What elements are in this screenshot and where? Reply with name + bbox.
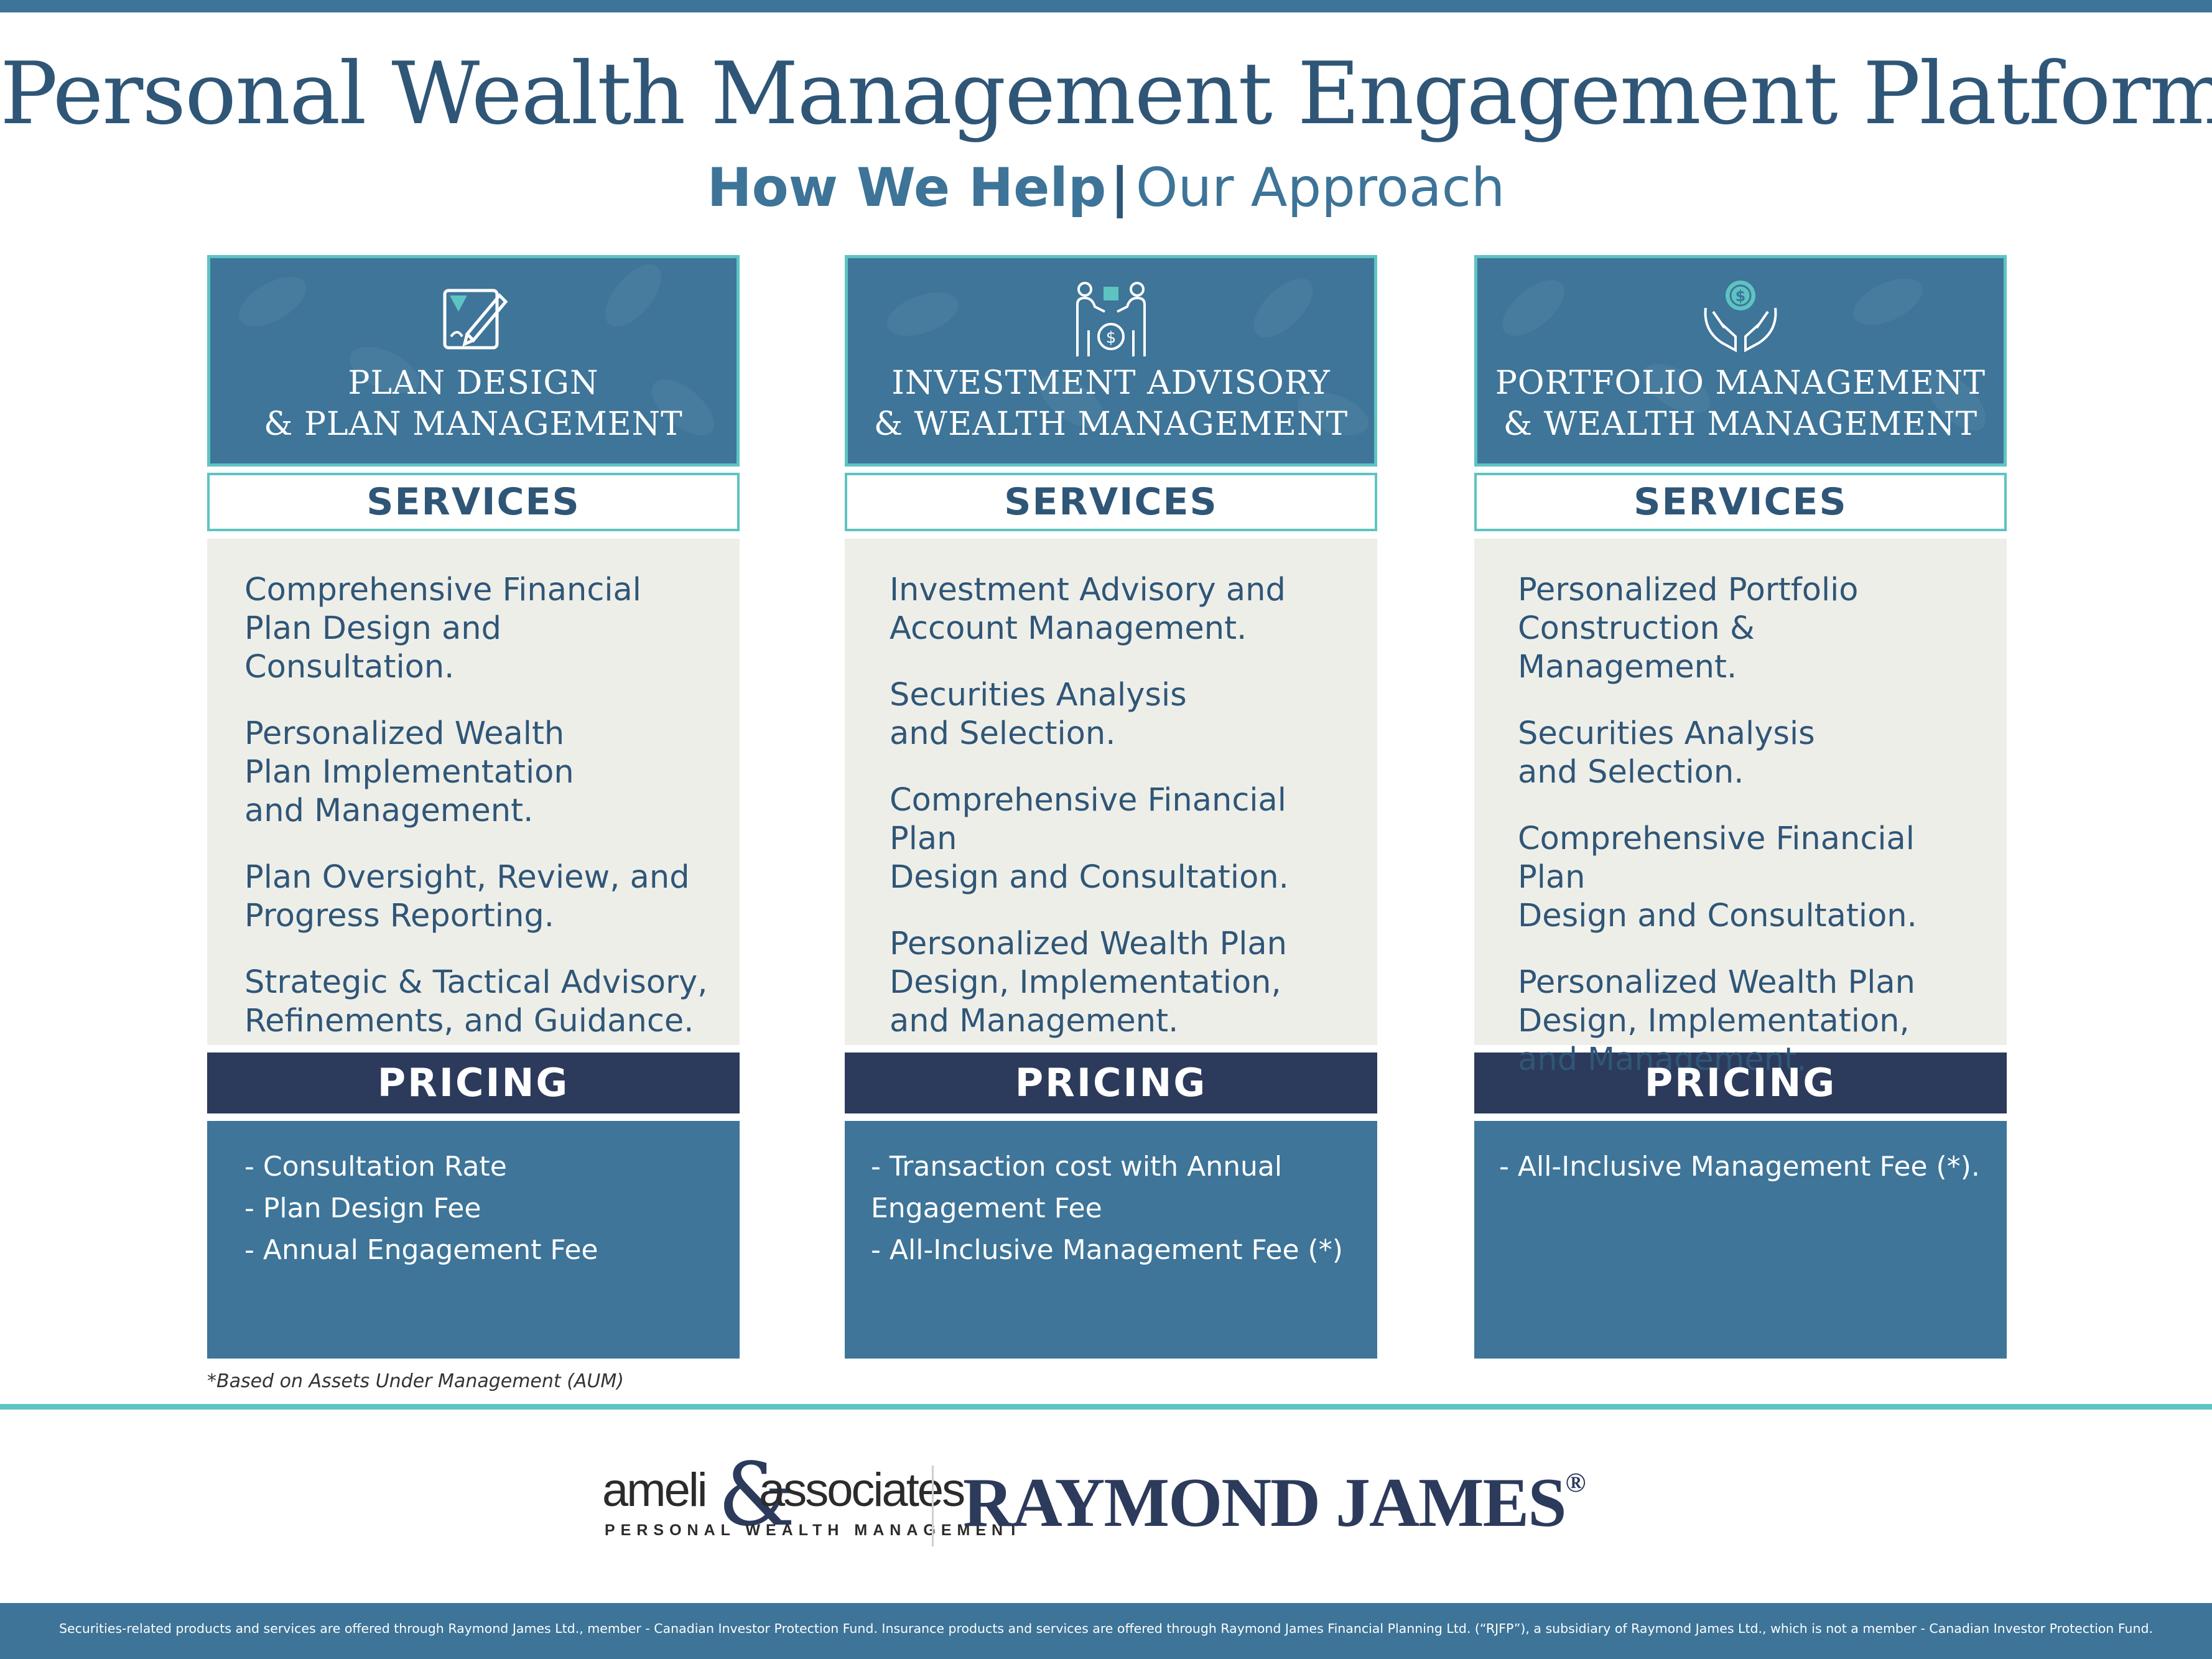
- raymond-james-logo: RAYMOND JAMES®: [963, 1463, 1586, 1543]
- service-item: Comprehensive Financial Plan Design and …: [890, 782, 1289, 896]
- service-item: Plan Oversight, Review, and Progress Rep…: [244, 859, 690, 934]
- registered-mark: ®: [1565, 1467, 1586, 1498]
- ameli-logo-word: ameli: [602, 1464, 708, 1517]
- plan-document-pen-icon: [443, 289, 508, 350]
- footer-divider: [0, 1404, 2212, 1410]
- service-item: Securities Analysis and Selection.: [890, 677, 1187, 752]
- pricing-list: - All-Inclusive Management Fee (*).: [1474, 1121, 2007, 1359]
- ameli-logo-word: associates: [759, 1464, 965, 1517]
- advisors-exchange-icon: $: [1076, 282, 1146, 356]
- platform-column-investment-advisory: $ INVESTMENT ADVISORY & WEALTH MANAGEMEN…: [845, 255, 1377, 1359]
- pricing-item: - All-Inclusive Management Fee (*).: [1499, 1151, 1980, 1183]
- pricing-label: PRICING: [845, 1053, 1377, 1113]
- services-label: SERVICES: [207, 473, 740, 531]
- subtitle-separator: |: [1110, 157, 1130, 219]
- pricing-item: - Transaction cost with Annual Engagemen…: [871, 1151, 1283, 1224]
- ameli-logo-tagline: PERSONAL WEALTH MANAGEMENT: [605, 1522, 1024, 1539]
- pricing-list: - Transaction cost with Annual Engagemen…: [845, 1121, 1377, 1359]
- service-item: Strategic & Tactical Advisory, Refinemen…: [244, 964, 708, 1039]
- pricing-item: - Plan Design Fee: [244, 1192, 481, 1224]
- service-item: Comprehensive Financial Plan Design and …: [244, 572, 641, 685]
- service-item: Comprehensive Financial Plan Design and …: [1518, 820, 1917, 934]
- pricing-item: - All-Inclusive Management Fee (*): [871, 1234, 1343, 1266]
- ameli-logo-ampersand: &: [718, 1444, 796, 1546]
- pricing-item: - Consultation Rate: [244, 1151, 507, 1183]
- platform-header: $ PORTFOLIO MANAGEMENT & WEALTH MANAGEME…: [1474, 255, 2007, 467]
- service-item: Personalized Portfolio Construction & Ma…: [1518, 572, 1859, 685]
- footer-bar: [0, 1603, 2212, 1659]
- platform-title: PLAN DESIGN & PLAN MANAGEMENT: [264, 365, 683, 443]
- pricing-label: PRICING: [1474, 1053, 2007, 1113]
- pricing-list: - Consultation Rate - Plan Design Fee - …: [207, 1121, 740, 1359]
- subtitle-how-we-help: How We Help: [707, 157, 1107, 219]
- svg-text:$: $: [1106, 328, 1117, 347]
- pricing-label: PRICING: [207, 1053, 740, 1113]
- page-subtitle: How We Help|Our Approach: [0, 157, 2212, 219]
- page-title: Personal Wealth Management Engagement Pl…: [0, 44, 2212, 144]
- services-label: SERVICES: [1474, 473, 2007, 531]
- service-item: Personalized Wealth Plan Implementation …: [244, 715, 574, 829]
- services-list: Investment Advisory and Account Manageme…: [845, 539, 1377, 1045]
- service-item: Investment Advisory and Account Manageme…: [890, 572, 1286, 647]
- ameli-associates-logo: ameli & associates PERSONAL WEALTH MANAG…: [602, 1444, 1018, 1546]
- service-item: Personalized Wealth Plan Design, Impleme…: [890, 926, 1287, 1039]
- platform-title: PORTFOLIO MANAGEMENT & WEALTH MANAGEMENT: [1495, 365, 1986, 443]
- legal-disclaimer: Securities-related products and services…: [58, 1621, 2154, 1636]
- platform-header: PLAN DESIGN & PLAN MANAGEMENT: [207, 255, 740, 467]
- raymond-james-wordmark: RAYMOND JAMES: [963, 1464, 1567, 1541]
- service-item: Securities Analysis and Selection.: [1518, 715, 1815, 791]
- svg-text:$: $: [1736, 287, 1746, 305]
- pricing-item: - Annual Engagement Fee: [244, 1234, 598, 1266]
- platform-header: $ INVESTMENT ADVISORY & WEALTH MANAGEMEN…: [845, 255, 1377, 467]
- services-list: Personalized Portfolio Construction & Ma…: [1474, 539, 2007, 1078]
- services-label: SERVICES: [845, 473, 1377, 531]
- logo-separator: [932, 1466, 934, 1546]
- top-accent-bar: [0, 0, 2212, 12]
- subtitle-our-approach: Our Approach: [1135, 157, 1505, 219]
- hands-holding-coin-icon: $: [1704, 281, 1777, 353]
- platform-title: INVESTMENT ADVISORY & WEALTH MANAGEMENT: [873, 365, 1349, 443]
- services-list: Comprehensive Financial Plan Design and …: [207, 539, 740, 1045]
- platform-column-portfolio-management: $ PORTFOLIO MANAGEMENT & WEALTH MANAGEME…: [1474, 255, 2007, 1359]
- platform-column-plan-design: PLAN DESIGN & PLAN MANAGEMENT SERVICES C…: [207, 255, 740, 1359]
- aum-footnote: *Based on Assets Under Management (AUM): [207, 1370, 624, 1392]
